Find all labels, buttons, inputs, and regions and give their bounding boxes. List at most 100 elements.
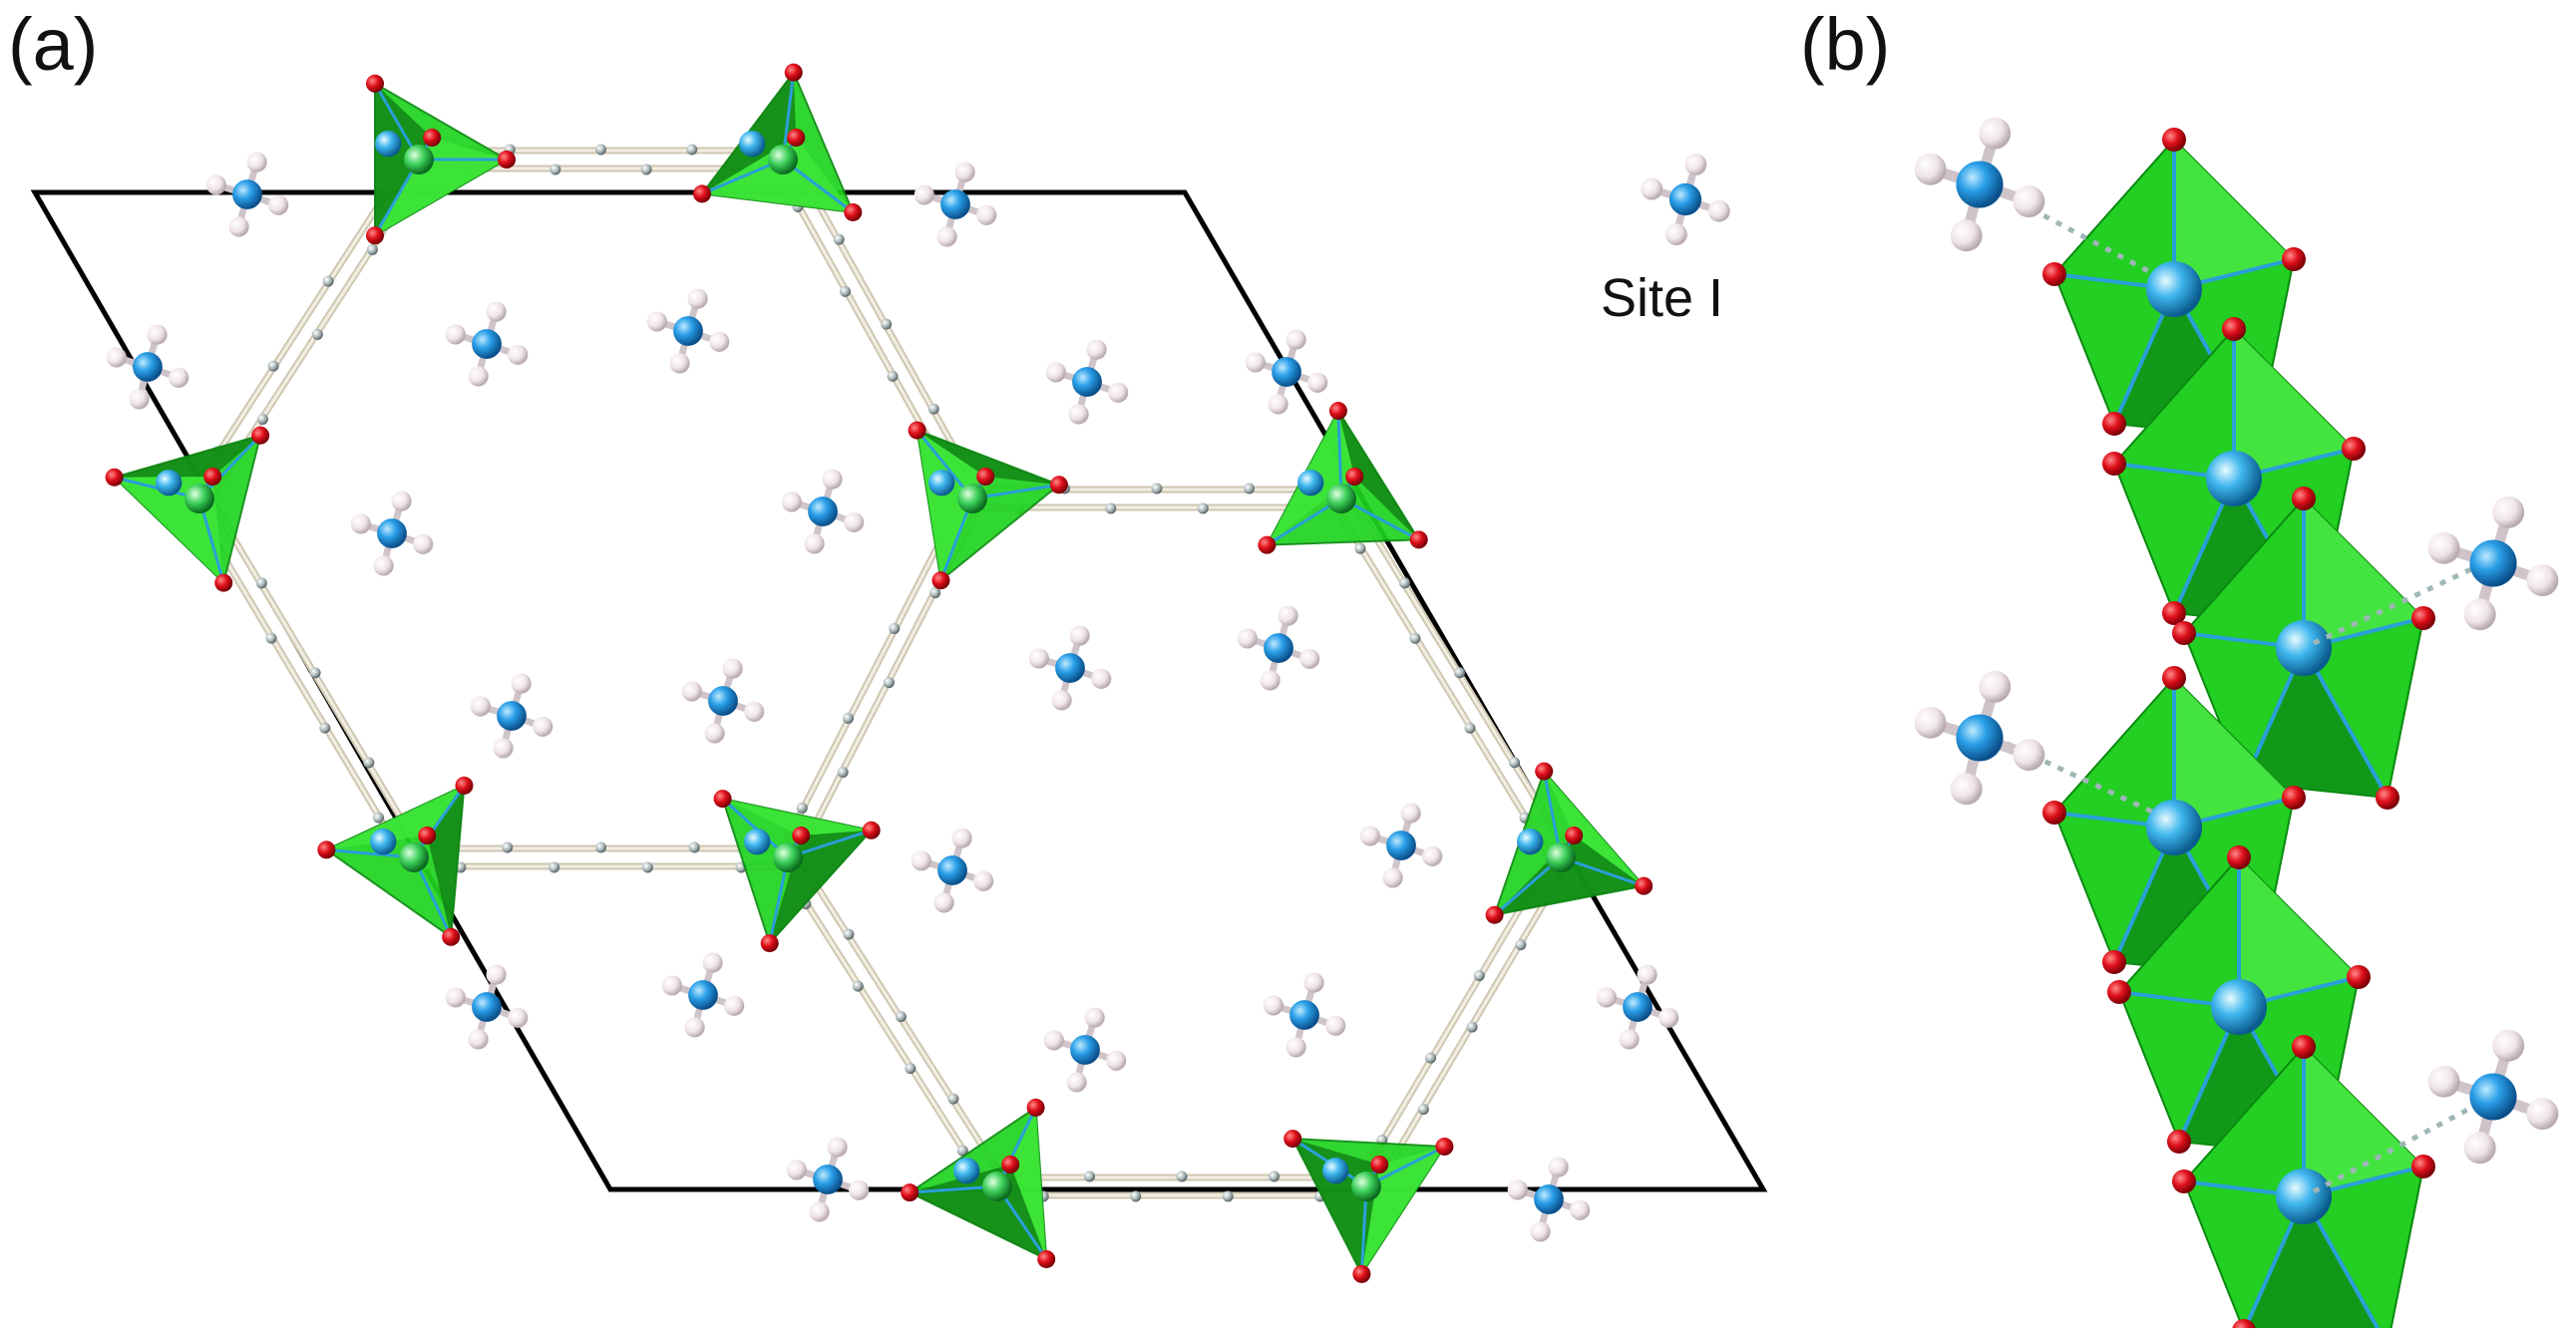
chain-oxygen-atom: [2282, 247, 2306, 271]
chain-metal-atom: [2211, 979, 2267, 1035]
hydrogen-atom: [669, 353, 690, 374]
carbon-atom: [366, 243, 378, 255]
hydrogen-atom: [129, 389, 150, 410]
oxygen-atom: [1258, 535, 1277, 554]
metal-atom: [1297, 469, 1324, 497]
hydrogen-atom: [2013, 739, 2045, 772]
metal-atom-inner: [957, 484, 987, 513]
nitrogen-atom: [1956, 714, 2004, 762]
nitrogen-atom: [1534, 1184, 1564, 1214]
polyhedron-face-dark: [114, 435, 261, 478]
oxygen-atom: [931, 571, 950, 590]
hydrogen-atom: [246, 152, 267, 172]
hydrogen-atom: [1637, 964, 1657, 985]
carbon-atom: [267, 360, 279, 372]
carbon-atom: [1197, 502, 1209, 514]
hydrogen-atom: [1619, 1029, 1640, 1050]
chain-oxygen-atom: [2162, 128, 2186, 152]
hydrogen-atom: [786, 1160, 807, 1180]
hydrogen-atom: [1108, 382, 1129, 403]
polyhedron-face-dark: [1337, 411, 1419, 540]
carbon-atom: [363, 757, 375, 769]
carbon-atom: [1130, 1190, 1142, 1202]
carbon-atom: [1399, 577, 1411, 589]
nitrogen-atom: [1272, 357, 1301, 387]
chain-oxygen-atom: [2102, 412, 2126, 436]
nitrogen-atom: [232, 179, 262, 209]
polyhedron-face-light: [701, 138, 854, 212]
nitrogen-atom: [1055, 653, 1085, 683]
hydrogen-atom: [976, 204, 997, 225]
polyhedron-face-light: [917, 430, 986, 581]
oxygen-atom: [1352, 1264, 1371, 1283]
panel-b-chain: [1914, 117, 2559, 1333]
hydrogen-atom: [1914, 706, 1947, 739]
hydrogen-atom: [1278, 605, 1298, 626]
carbon-atom: [881, 318, 893, 330]
chain-face-dark: [2244, 648, 2388, 798]
oxygen-atom: [423, 129, 442, 147]
chain-oxygen-atom: [2107, 980, 2131, 1004]
carbon-atom: [1222, 1190, 1234, 1202]
oxygen-atom: [713, 790, 732, 809]
hydrogen-atom: [1091, 668, 1112, 689]
carbon-atom: [833, 233, 845, 245]
oxygen-atom: [1635, 876, 1654, 895]
carbon-atom: [1454, 667, 1466, 679]
metal-atom: [953, 1157, 980, 1184]
carbon-atom: [895, 1011, 907, 1023]
metal-atom-inner: [1326, 484, 1356, 513]
hydrogen-atom: [1707, 199, 1730, 222]
chain-metal-atom: [2206, 451, 2262, 506]
oxygen-atom: [792, 827, 811, 844]
hydrogen-atom: [804, 533, 825, 554]
hydrogen-atom: [445, 987, 466, 1008]
carbon-atom: [322, 275, 334, 287]
polyhedron-face-dark: [910, 1165, 1047, 1259]
metal-atom: [370, 828, 397, 855]
hydrogen-atom: [493, 738, 514, 759]
guest-molecules: [106, 152, 1730, 1242]
hydrogen-atom: [1914, 153, 1947, 185]
metal-atom: [1322, 1157, 1349, 1184]
metal-atom-inner: [768, 145, 798, 174]
oxygen-atom: [203, 468, 222, 486]
chain-metal-atom: [2276, 620, 2332, 676]
carbon-atom: [1269, 1170, 1280, 1182]
chain-oxygen-atom: [2292, 1035, 2316, 1059]
oxygen-atom: [418, 827, 437, 844]
linker-bond-highlight: [1332, 501, 1555, 863]
oxygen-atom: [1370, 1156, 1389, 1173]
hydrogen-atom: [827, 1137, 848, 1158]
hydrogen-atom: [391, 491, 412, 511]
carbon-atom: [550, 164, 561, 175]
linker-bond-highlight: [778, 494, 966, 854]
hydrogen-atom: [1263, 995, 1284, 1016]
hydrogen-atom: [1307, 372, 1328, 393]
carbon-atom: [686, 144, 698, 156]
hydrogen-atom: [1422, 845, 1443, 866]
nitrogen-atom: [472, 992, 502, 1022]
polyhedron-face-light: [326, 785, 465, 850]
chain-face-light: [2234, 329, 2354, 479]
hydrogen-atom: [470, 696, 491, 717]
hydrogen-atom: [1979, 670, 2012, 703]
carbon-atom: [502, 841, 514, 853]
chain-oxygen-atom: [2172, 621, 2196, 645]
hydrogen-atom: [1596, 987, 1617, 1008]
hydrogen-atom: [486, 964, 507, 985]
carbon-atom: [956, 1145, 968, 1157]
hydrogen-atom: [646, 311, 667, 332]
hydrogen-atom: [1066, 1072, 1087, 1093]
hydrogen-atom: [781, 492, 802, 512]
linker-bond-highlight: [779, 861, 991, 1192]
nitrogen-atom: [940, 189, 970, 219]
hydrogen-atom: [533, 716, 553, 737]
hydrogen-atom: [2492, 1029, 2525, 1062]
oxygen-atom: [760, 934, 779, 953]
hydrogen-atom: [2492, 496, 2525, 528]
carbon-atom: [1466, 1021, 1478, 1033]
carbon-atom: [1084, 1170, 1095, 1182]
hydrogen-atom: [1106, 1050, 1127, 1071]
